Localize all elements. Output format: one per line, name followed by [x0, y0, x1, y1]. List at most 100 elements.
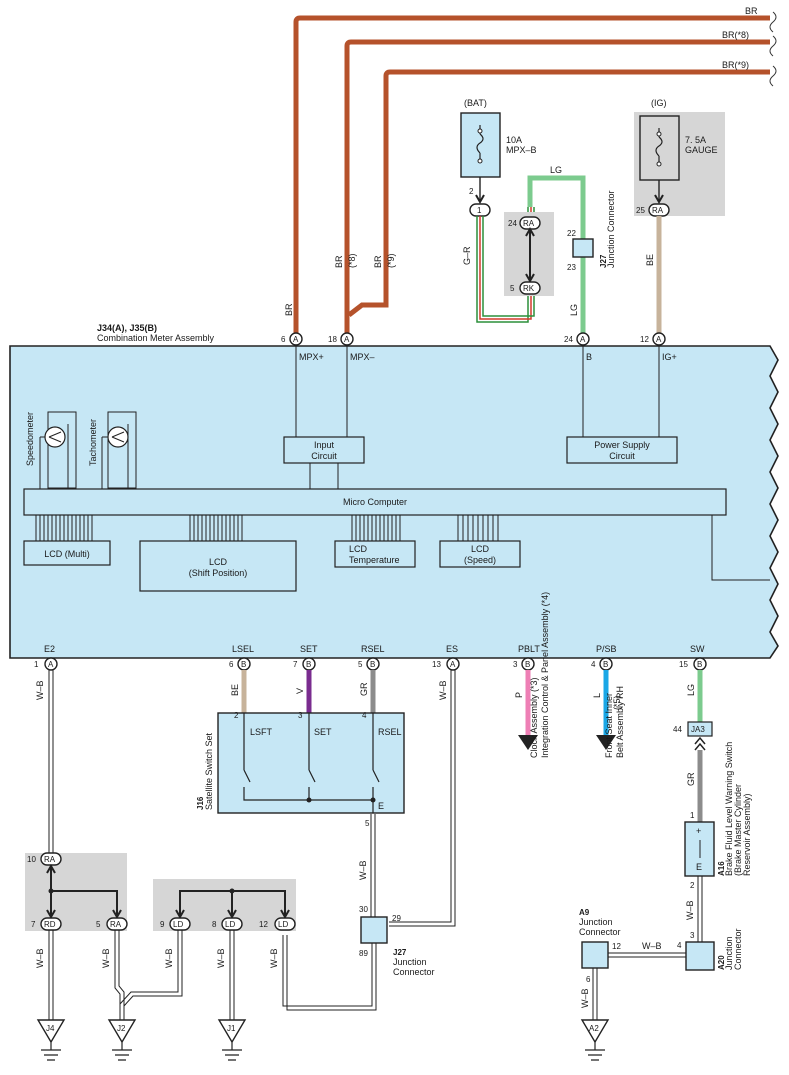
a9-name-2: Connector: [579, 927, 621, 937]
brake-switch-circuit: JA3 44 GR 1 + E A16 Brake Fluid Level Wa…: [579, 721, 752, 1020]
a16-name-2: (Brake Master Cylinder: [733, 784, 743, 876]
wire-wb-j1: [229, 930, 235, 1020]
wire-br9: [347, 69, 770, 317]
wire-br: [293, 15, 770, 333]
pin-10: 10: [27, 855, 36, 864]
wire-wb-j27-ld: [282, 935, 377, 1011]
pin-num: 15: [679, 660, 688, 669]
label-set: SET: [314, 727, 332, 737]
ground-symbols: J4 J2 J1 A2: [36, 1019, 610, 1061]
arrow-down-icon: [280, 909, 290, 920]
fuse-bat-box: [460, 112, 501, 178]
pin-2: 2: [469, 187, 474, 196]
lcd-temp-label-1: LCD: [349, 544, 368, 554]
meter-name: Combination Meter Assembly: [97, 333, 215, 343]
terminal-ld-12: [274, 917, 296, 931]
wire-label-8: (*8): [347, 253, 357, 268]
arrow-down-icon: [654, 194, 664, 205]
pin-8: 8: [212, 920, 217, 929]
conn-a-letter: A: [293, 335, 299, 344]
ground-triangle-icon: [217, 1019, 247, 1044]
a20-name-2: Connector: [733, 928, 743, 970]
a20-id: A20: [717, 955, 726, 970]
lcd-speed-box: [439, 540, 521, 568]
pin-23: 23: [567, 263, 576, 272]
wire-label-p: P: [514, 692, 524, 698]
conn-pin-es: [446, 657, 460, 671]
pin-1: 1: [690, 811, 695, 820]
fuse-ig: (IG) 7. 5A GAUGE RA 25 BE: [634, 98, 725, 333]
wire-label-wb-j2: W–B: [101, 948, 111, 968]
lg-wire-j27: LG 22 23 J27 Junction Connector LG: [527, 165, 616, 333]
pin-44: 44: [673, 725, 682, 734]
needle-icon: [111, 431, 125, 443]
conn-pin-e2: [44, 657, 58, 671]
switch-box: [217, 712, 405, 814]
meter-bottom-pins: E2 LSEL SET RSEL ES PBLT P/SB SW A 1 B 6…: [34, 644, 707, 671]
wire-wb-a16: [697, 876, 703, 942]
ja3-box: [687, 721, 713, 737]
ground-triangle-icon: [107, 1019, 137, 1044]
j27-top-id: J27: [599, 254, 608, 268]
pin-12: 12: [612, 942, 621, 951]
terminal-ra-label: RA: [523, 219, 535, 228]
a20-name-1: Junction: [724, 936, 734, 970]
ground-j4: J4: [36, 1019, 66, 1061]
a9-box: [581, 941, 609, 969]
wire-label-wb-ld9: W–B: [164, 948, 174, 968]
pin-num: 7: [293, 660, 298, 669]
wire-break-2: [769, 35, 777, 57]
speedometer-label: Speedometer: [25, 412, 35, 466]
wire-label-lg-top: LG: [550, 165, 562, 175]
ground-icon: [585, 1042, 605, 1061]
a16-name-3: Reservoir Assembly): [742, 793, 752, 876]
terminal-ra-2: [106, 917, 128, 931]
connector-chevron-icon: [694, 736, 706, 751]
ground-wires: W–B W–B W–B W–B W–B: [35, 930, 279, 1020]
power-supply-label-1: Power Supply: [594, 440, 650, 450]
fuse-ig-label: (IG): [651, 98, 667, 108]
ground-label-j2: J2: [117, 1024, 126, 1033]
j27-bottom-box: [360, 916, 388, 944]
terminal-ld-label: LD: [278, 920, 288, 929]
wire-break-3: [769, 65, 777, 87]
pin-3: 3: [298, 711, 303, 720]
micro-ground-line: [711, 515, 770, 581]
label-e: E: [378, 801, 384, 811]
terminal-1-label: 1: [477, 206, 482, 215]
wire-label-5: (*5): [612, 695, 622, 710]
power-supply-box: [566, 436, 678, 464]
wire-label-wb-j1: W–B: [216, 948, 226, 968]
label-lsft: LSFT: [250, 727, 273, 737]
wire-label-br: BR: [745, 6, 758, 16]
lcd-temp-box: [334, 540, 416, 568]
terminal-ra-label: RA: [44, 855, 56, 864]
wire-label-wb-a9: W–B: [642, 941, 662, 951]
ground-j2: J2: [107, 1019, 137, 1061]
wire-label-be-lsel: BE: [230, 684, 240, 696]
junction-dot: [48, 888, 54, 894]
wire-label-wb-ld12: W–B: [269, 948, 279, 968]
conn-letter: B: [241, 660, 246, 669]
arrow-down-icon: [518, 735, 538, 750]
j27-top-name: Junction Connector: [606, 190, 616, 268]
pin-num: 1: [34, 660, 39, 669]
switch-id: J16: [196, 796, 205, 810]
conn-letter: A: [48, 660, 54, 669]
ground-label-j4: J4: [46, 1024, 55, 1033]
a16-name-1: Brake Fluid Level Warning Switch: [724, 742, 734, 876]
lcd-speed-label-2: (Speed): [464, 555, 496, 565]
micro-computer-box: [23, 488, 727, 516]
switch-name: Satellite Switch Set: [204, 732, 214, 810]
ground-j1: J1: [217, 1019, 247, 1061]
junction-dot: [306, 797, 312, 803]
pin-4: 4: [677, 941, 682, 950]
tachometer-label: Tachometer: [88, 419, 98, 466]
a9-id: A9: [579, 908, 590, 917]
pin-num: 6: [229, 660, 234, 669]
pin-89: 89: [359, 949, 368, 958]
arrow-down-icon: [46, 909, 56, 920]
junction-dot: [229, 888, 235, 894]
wire-label-be: BE: [645, 254, 655, 266]
lcd-temp-label-2: Temperature: [349, 555, 400, 565]
